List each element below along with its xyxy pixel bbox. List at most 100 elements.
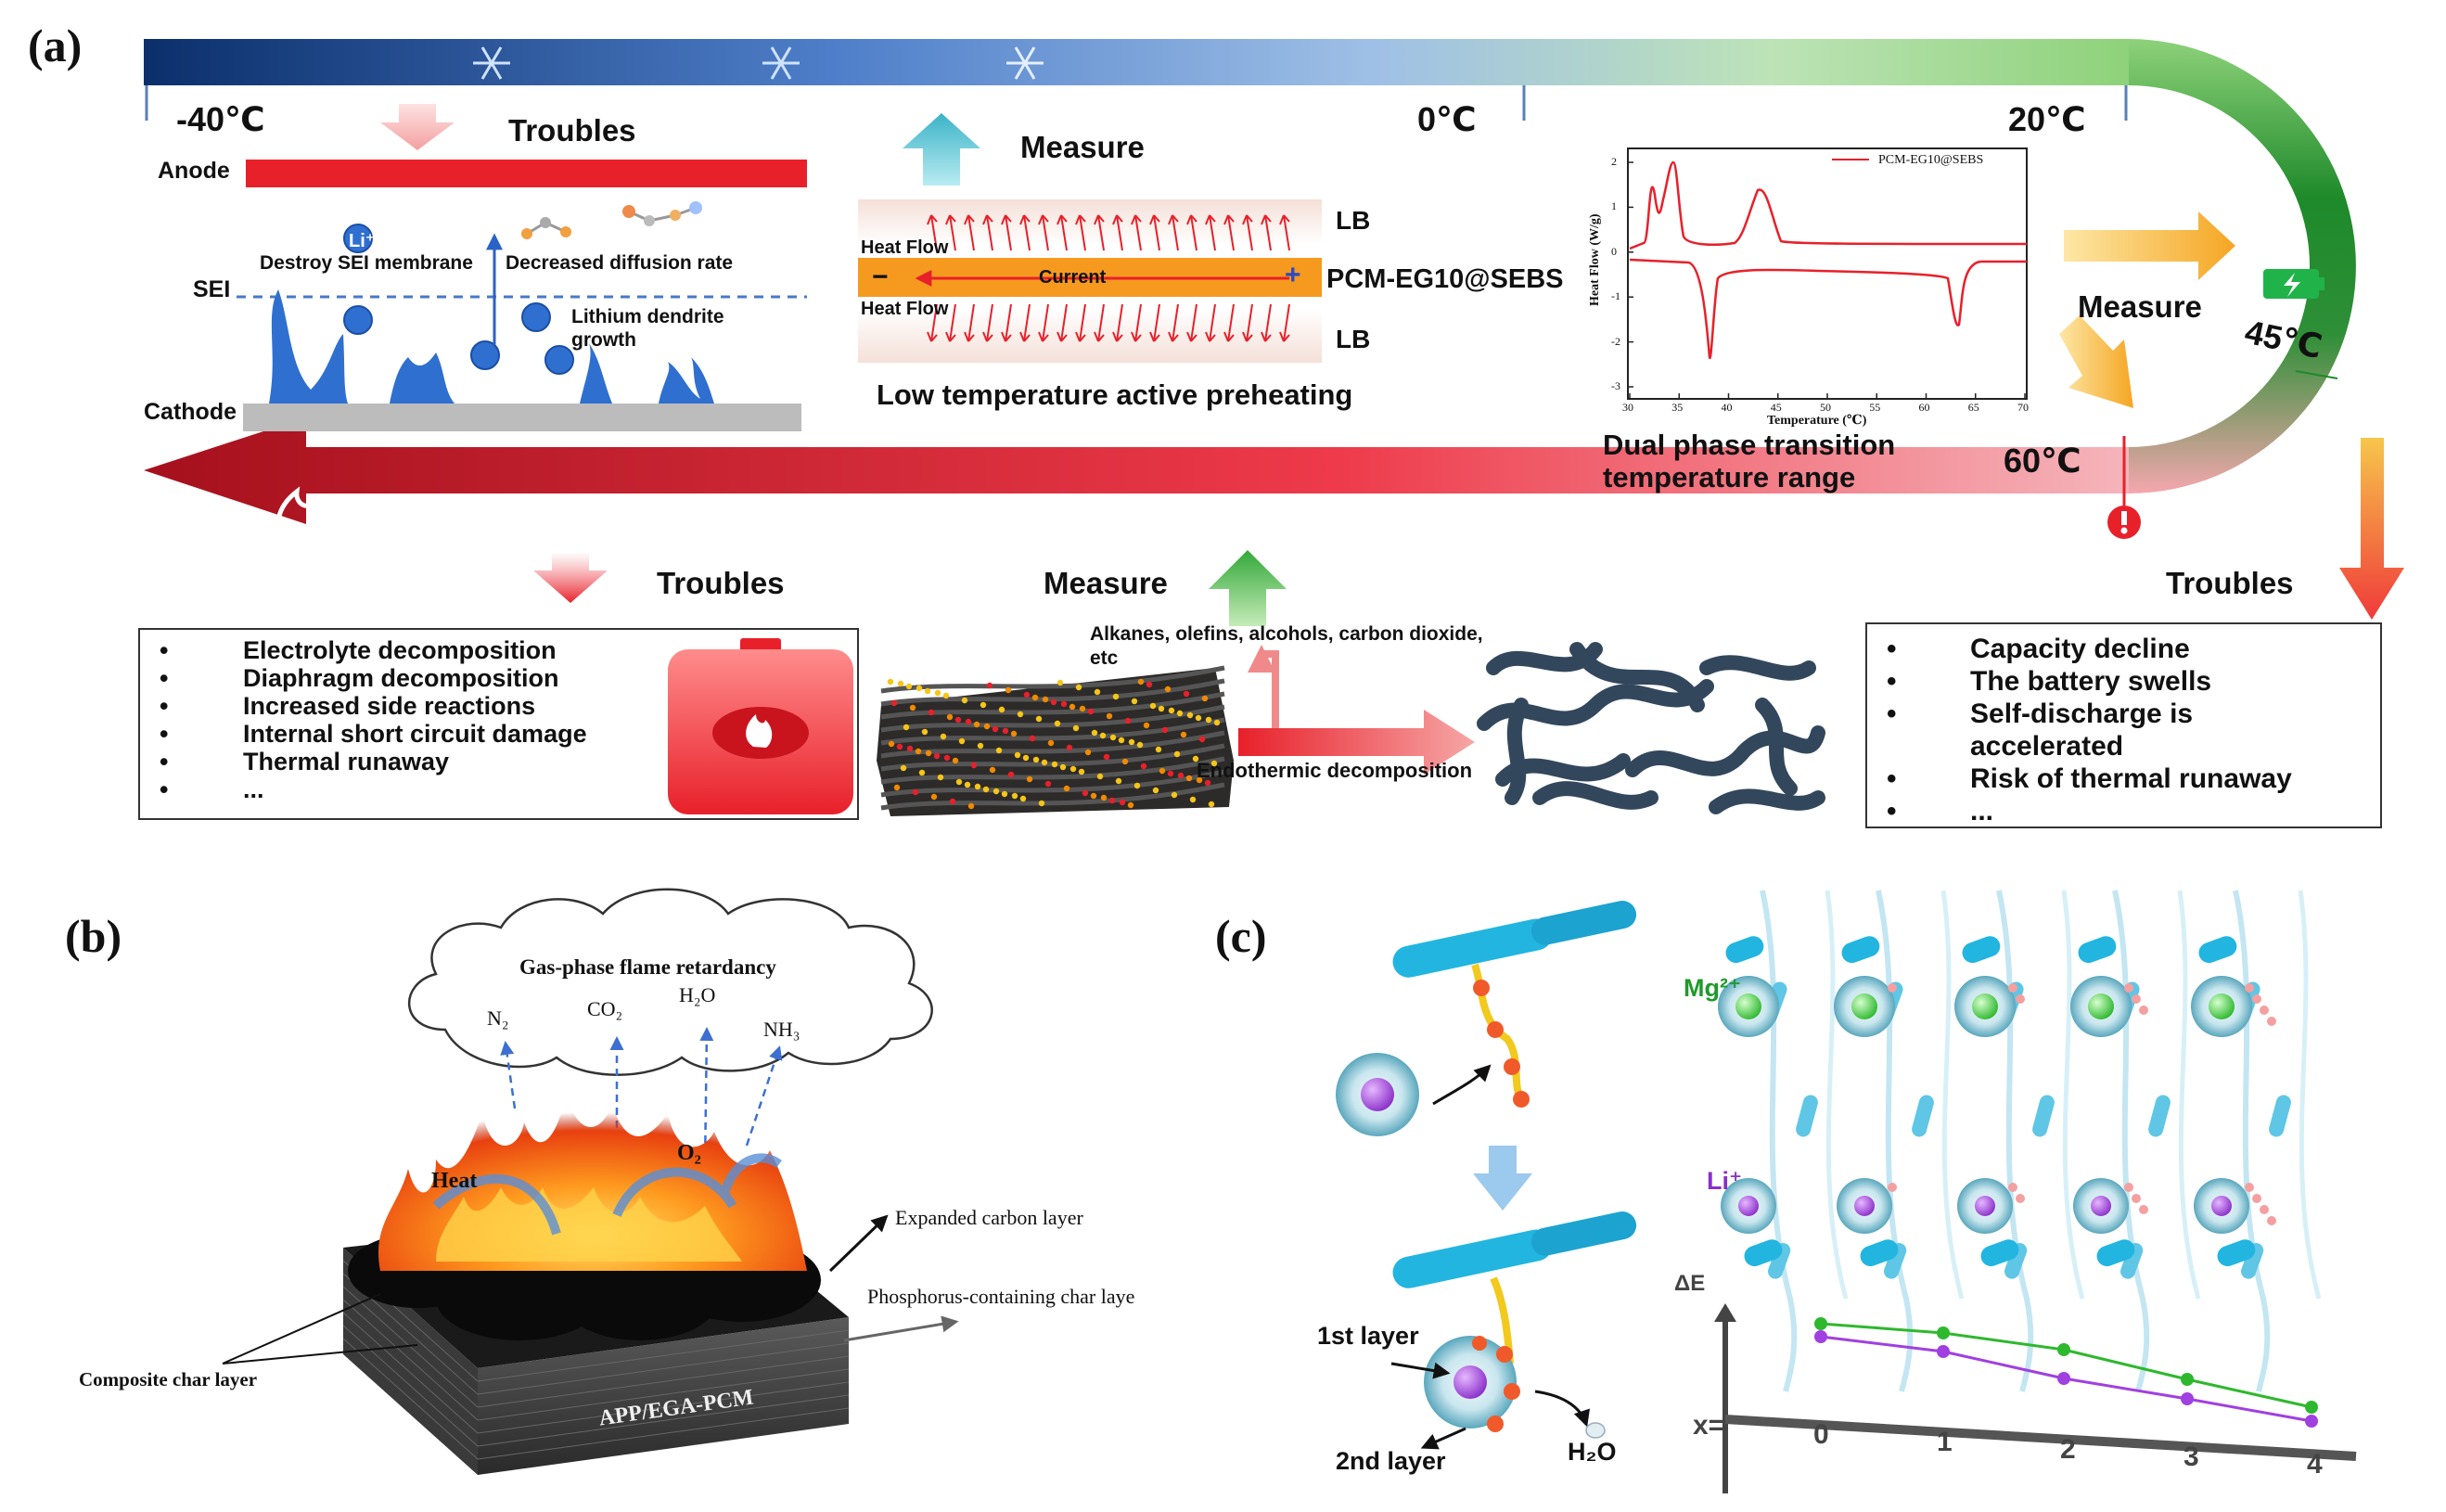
x-tick-c: 4 bbox=[2307, 1449, 2323, 1480]
trouble-item-text: Capacity decline bbox=[1970, 634, 2190, 664]
current-label: Current bbox=[1039, 267, 1107, 288]
plus-sign: + bbox=[1285, 260, 1301, 290]
cathode-bar bbox=[243, 404, 801, 431]
gas-h2o: H₂O bbox=[679, 983, 716, 1006]
dsc-ylabel: Heat Flow (W/g) bbox=[1588, 213, 1602, 306]
panel-label-a: (a) bbox=[28, 19, 83, 71]
lithium-dendrites bbox=[269, 289, 714, 404]
dsc-caption-1: Dual phase transition bbox=[1603, 429, 1896, 461]
trouble-item-text: ... bbox=[1970, 796, 1994, 826]
heat-label: Heat bbox=[431, 1169, 478, 1193]
h2o-label: H₂O bbox=[1568, 1438, 1617, 1466]
heat-flow-curls bbox=[432, 1153, 782, 1236]
x-tick-c: 3 bbox=[2183, 1442, 2199, 1472]
li-ions bbox=[343, 224, 574, 375]
panel-label-b: (b) bbox=[65, 910, 122, 962]
trouble-item: ... bbox=[1866, 795, 2292, 827]
mg-label: Mg²⁺ bbox=[1684, 974, 1742, 1002]
measure-up-arrow-cyan bbox=[903, 113, 980, 186]
temp-minus-40: -40℃ bbox=[176, 100, 265, 138]
decreased-diffusion-label: Decreased diffusion rate bbox=[506, 252, 734, 274]
dsc-xtick: 70 bbox=[2017, 401, 2029, 414]
dendrite-label-2: growth bbox=[571, 329, 636, 351]
trouble-item: ... bbox=[139, 775, 587, 803]
x-tick-c: 1 bbox=[1937, 1427, 1953, 1457]
dsc-caption-2: temperature range bbox=[1603, 461, 1856, 493]
flame-retardancy-cloud bbox=[408, 888, 933, 1076]
dsc-legend: PCM-EG10@SEBS bbox=[1878, 153, 1984, 167]
anode-label: Anode bbox=[158, 158, 230, 184]
trouble-item: Increased side reactions bbox=[139, 692, 587, 720]
heat-flow-arrows-down bbox=[927, 303, 1290, 342]
decomposed-polymer-chains bbox=[1477, 642, 1825, 814]
dsc-xlabel: Temperature (℃) bbox=[1767, 414, 1867, 428]
warning-icon bbox=[2107, 436, 2141, 539]
lb-top-label: LB bbox=[1336, 206, 1371, 235]
molecule-icons bbox=[521, 201, 702, 239]
troubles-label-low: Troubles bbox=[508, 113, 636, 147]
measure-label-high: Measure bbox=[1044, 566, 1168, 600]
trouble-item: Capacity decline bbox=[1866, 633, 2292, 665]
flame-warning-icon bbox=[275, 486, 324, 557]
products-label-1: Alkanes, olefins, alcohols, carbon dioxi… bbox=[1090, 623, 1483, 645]
delta-e-label: ΔE bbox=[1674, 1271, 1706, 1296]
trouble-item-text-cont: accelerated bbox=[1970, 731, 2124, 762]
trouble-item: Internal short circuit damage bbox=[139, 720, 587, 748]
endothermic-arrow bbox=[1238, 710, 1475, 775]
x-tick-c: 0 bbox=[1813, 1419, 1829, 1450]
troubles-down-arrow-pink bbox=[380, 104, 455, 150]
dsc-xtick: 55 bbox=[1869, 401, 1881, 414]
measure-label-right: Measure bbox=[2078, 289, 2202, 324]
dsc-heating-curve bbox=[1629, 160, 2028, 250]
heat-flow-bottom-label: Heat Flow bbox=[861, 299, 949, 319]
energy-plot bbox=[1714, 1303, 2357, 1493]
dsc-ytick: -1 bbox=[1611, 289, 1620, 303]
trouble-item: The battery swells bbox=[1866, 665, 2292, 698]
temperature-ticks bbox=[145, 85, 2128, 121]
gas-nh3: NH₃ bbox=[763, 1018, 800, 1041]
dsc-xtick: 60 bbox=[1918, 401, 1930, 414]
ion-solvation-scheme bbox=[1336, 901, 1637, 1450]
temp-0: 0℃ bbox=[1417, 100, 1477, 138]
high-temp-troubles-list: Electrolyte decompositionDiaphragm decom… bbox=[139, 636, 587, 803]
troubles-down-arrow-red bbox=[533, 552, 608, 603]
minus-sign: − bbox=[872, 262, 889, 292]
capacity-troubles-list: Capacity declineThe battery swellsSelf-d… bbox=[1866, 633, 2292, 827]
heat-flow-top-label: Heat Flow bbox=[861, 237, 949, 258]
measure-diagonal-arrow-orange bbox=[2059, 315, 2133, 408]
gas-n2: N₂ bbox=[487, 1006, 509, 1030]
trouble-item: Diaphragm decomposition bbox=[139, 664, 587, 692]
dsc-xtick: 35 bbox=[1671, 401, 1684, 414]
second-layer-label: 2nd layer bbox=[1336, 1447, 1446, 1475]
destroy-sei-label: Destroy SEI membrane bbox=[260, 252, 473, 274]
troubles-label-high: Troubles bbox=[657, 566, 785, 600]
dsc-xtick: 40 bbox=[1721, 401, 1733, 414]
trouble-item: Risk of thermal runaway bbox=[1866, 762, 2292, 795]
trouble-item-text: Self-discharge is bbox=[1970, 698, 2194, 729]
trouble-item: Thermal runaway bbox=[139, 748, 587, 775]
dendrite-label-1: Lithium dendrite bbox=[571, 306, 724, 327]
first-layer-label: 1st layer bbox=[1317, 1322, 1419, 1350]
cloud-title: Gas-phase flame retardancy bbox=[519, 955, 776, 979]
temp-20: 20℃ bbox=[2008, 100, 2086, 138]
troubles-down-arrow-orange bbox=[2339, 438, 2404, 620]
battery-charging-icon bbox=[2263, 269, 2324, 299]
pcm-material-label: PCM-EG10@SEBS bbox=[1326, 264, 1564, 294]
lb-bottom-label: LB bbox=[1336, 325, 1371, 353]
dsc-ytick: -2 bbox=[1611, 334, 1620, 348]
dsc-xtick: 65 bbox=[1967, 401, 1979, 414]
x-equals-label: x= bbox=[1693, 1410, 1725, 1441]
phosphorus-char-label: Phosphorus-containing char laye bbox=[867, 1285, 1135, 1308]
dsc-ytick: 1 bbox=[1611, 199, 1617, 213]
preheating-caption: Low temperature active preheating bbox=[877, 378, 1353, 411]
dsc-cooling-curve bbox=[1629, 258, 2027, 359]
flames bbox=[378, 1095, 807, 1271]
x-tick-c: 2 bbox=[2060, 1434, 2076, 1465]
expanded-carbon-label: Expanded carbon layer bbox=[895, 1206, 1083, 1229]
troubles-label-right: Troubles bbox=[2166, 566, 2294, 600]
products-label-2: etc bbox=[1090, 647, 1119, 669]
measure-up-arrow-green bbox=[1209, 550, 1287, 626]
trouble-item-text: Risk of thermal runaway bbox=[1970, 763, 2292, 794]
dsc-ytick: 2 bbox=[1611, 155, 1617, 168]
